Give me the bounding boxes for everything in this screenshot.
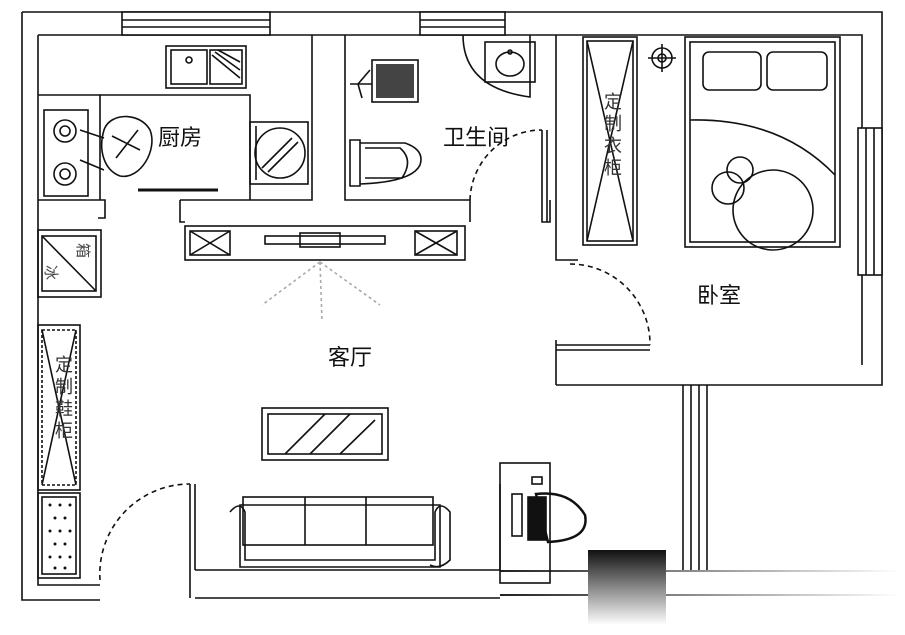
window-kitchen [121,11,271,36]
washbasin-icon [484,41,536,83]
floor-drain-icon [371,59,419,103]
ceiling-light-icon [648,44,676,72]
bedroom-wall [555,35,578,261]
entrance-door-swing [99,483,191,581]
fridge-label-right: 箱 [74,242,93,259]
kitchen-wall [38,35,313,223]
fridge-icon [37,229,102,298]
tv-cabinet [184,225,466,261]
shoe-cabinet [37,324,81,491]
room-label-bathroom: 卫生间 [443,126,510,151]
wardrobe [582,36,638,246]
room-label-kitchen: 厨房 [158,126,203,151]
storage-cabinet [37,492,81,579]
stove-icon [43,109,89,197]
coffee-table [261,407,389,461]
chef-figure-icon [79,115,153,177]
bedroom-door-swing [569,263,651,346]
blur-block [588,550,666,625]
toilet-icon [349,139,422,187]
bed-icon [684,36,841,251]
room-label-bedroom: 卧室 [697,284,742,309]
window-bedroom [857,127,883,276]
room-label-living-room: 客厅 [328,346,373,371]
plant-icon [350,69,372,99]
sofa-icon [229,496,451,568]
balcony-railing [682,385,708,570]
washing-machine-icon [249,121,309,185]
sink-icon [165,45,247,89]
shower-area [462,34,531,98]
fridge-label-left: 冰 [42,264,61,281]
window-bathroom [419,11,506,36]
bathroom-wall [344,35,551,223]
wardrobe-label: 定制衣柜 [601,92,622,180]
desk [499,462,587,584]
tv-view-lines [261,261,381,321]
outer-wall [21,11,883,601]
shoe-cabinet-label: 定制鞋柜 [52,355,73,443]
bathroom-door-swing [469,129,543,201]
